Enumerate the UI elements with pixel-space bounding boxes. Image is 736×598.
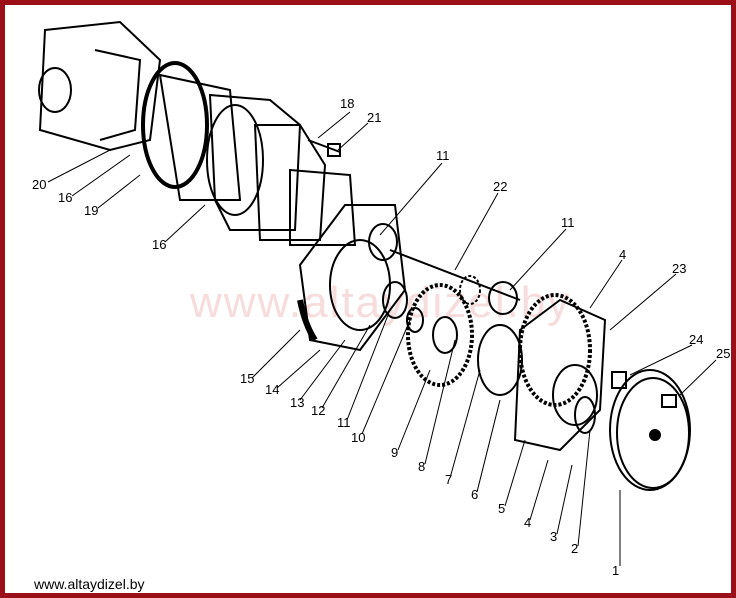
callout-14: 14 <box>265 382 280 397</box>
callout-8: 8 <box>418 459 426 474</box>
callout-25: 25 <box>716 346 731 361</box>
callout-24: 24 <box>689 332 704 347</box>
callout-16: 16 <box>152 237 167 252</box>
callout-4: 4 <box>619 247 627 262</box>
callout-19: 19 <box>84 203 99 218</box>
callout-10: 10 <box>351 430 366 445</box>
flange-gasket <box>141 61 209 189</box>
callout-5: 5 <box>498 501 506 516</box>
callout-4: 4 <box>524 515 532 530</box>
callout-21: 21 <box>367 110 382 125</box>
callout-12: 12 <box>311 403 326 418</box>
callout-16: 16 <box>58 190 73 205</box>
end-flange <box>307 139 691 491</box>
callout-22: 22 <box>493 179 508 194</box>
callout-3: 3 <box>550 529 558 544</box>
callout-15: 15 <box>240 371 255 386</box>
callout-11: 11 <box>436 148 450 163</box>
callout-1: 1 <box>612 563 620 578</box>
leader-lines <box>47 111 717 566</box>
callout-2: 2 <box>571 541 579 556</box>
large-gear <box>406 275 481 387</box>
callout-6: 6 <box>471 487 479 502</box>
callout-7: 7 <box>445 472 453 487</box>
shaft-and-bearings <box>368 223 521 333</box>
rear-housing <box>38 20 162 152</box>
callout-23: 23 <box>672 261 687 276</box>
callout-11: 11 <box>561 215 575 230</box>
coupling-housing <box>158 73 357 246</box>
callout-20: 20 <box>32 177 47 192</box>
callout-18: 18 <box>340 96 355 111</box>
callout-13: 13 <box>290 395 305 410</box>
callout-11: 11 <box>337 415 351 430</box>
website-footer: www.altaydizel.by <box>34 576 145 592</box>
front-cover <box>477 293 607 452</box>
callout-9: 9 <box>391 445 399 460</box>
